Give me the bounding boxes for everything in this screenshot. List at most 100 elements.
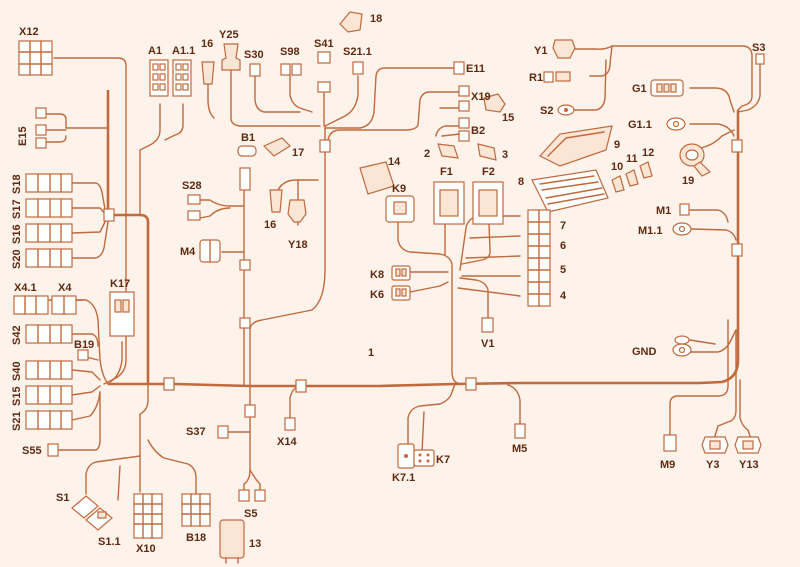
sensor-16-mid <box>269 189 283 213</box>
label-1: 1 <box>368 347 374 359</box>
sensor-16-top <box>201 61 215 85</box>
label-s2: S2 <box>540 105 553 117</box>
label-f1: F1 <box>440 166 453 178</box>
switch-s55 <box>47 443 59 457</box>
label-s37: S37 <box>186 426 206 438</box>
label-k17: K17 <box>110 278 130 290</box>
fuse-box-8 <box>531 169 609 213</box>
connector-x4-1 <box>13 295 49 315</box>
switch-s28 <box>187 194 201 221</box>
terminal-gnd <box>672 335 692 357</box>
label-s30: S30 <box>244 49 264 61</box>
connector-s41-harness <box>317 81 331 93</box>
label-x10: X10 <box>136 543 156 555</box>
sensor-15 <box>483 93 506 113</box>
switch-s5 <box>238 489 266 502</box>
label-8: 8 <box>518 176 524 188</box>
harness-clip-6 <box>731 243 743 257</box>
label-16-top: 16 <box>201 38 213 50</box>
generator-g1-connector <box>650 79 684 97</box>
connector-a1 <box>149 59 169 97</box>
fuse-2 <box>437 143 459 159</box>
harness-clip-2 <box>295 379 307 393</box>
label-16-mid: 16 <box>264 219 276 231</box>
motor-m4 <box>199 239 221 263</box>
valve-y25 <box>221 43 241 71</box>
diode-v1 <box>481 317 494 333</box>
label-s21-1: S21.1 <box>343 46 372 58</box>
switch-s37 <box>217 425 229 439</box>
bracket-18 <box>339 11 363 33</box>
label-k8: K8 <box>370 269 384 281</box>
harness-clip-1 <box>163 377 175 391</box>
bracket-17 <box>262 137 291 157</box>
label-s28: S28 <box>182 180 202 192</box>
motor-m9 <box>663 434 677 452</box>
motor-m1 <box>679 203 690 216</box>
sensor-b2-a <box>458 117 470 129</box>
label-s15: S15 <box>11 386 23 406</box>
label-9: 9 <box>614 139 620 151</box>
valve-y18 <box>287 199 307 223</box>
fuse-12 <box>639 161 653 179</box>
sensor-b18 <box>181 493 211 527</box>
label-s1-1: S1.1 <box>98 536 121 548</box>
label-7: 7 <box>560 220 566 232</box>
label-s3: S3 <box>752 42 765 54</box>
switch-s16 <box>25 223 73 243</box>
connector-harness-low <box>239 317 251 329</box>
label-k7-1: K7.1 <box>392 472 415 484</box>
fuse-3 <box>477 143 497 161</box>
harness-wires <box>45 45 761 501</box>
label-s17: S17 <box>11 199 23 219</box>
connector-s37-harness <box>244 404 256 418</box>
label-v1: V1 <box>481 338 494 350</box>
connector-x14 <box>284 417 296 431</box>
label-m1: M1 <box>656 205 671 217</box>
label-6: 6 <box>560 240 566 252</box>
label-5: 5 <box>560 264 566 276</box>
label-4: 4 <box>560 290 567 302</box>
fuse-holder-f1 <box>433 181 465 225</box>
label-18: 18 <box>370 13 382 25</box>
label-s42: S42 <box>11 325 23 345</box>
fuse-block <box>527 209 551 307</box>
connector-harness-mid <box>239 167 251 191</box>
relay-k6 <box>391 285 411 301</box>
terminal-g1-1 <box>666 117 686 131</box>
switch-s98 <box>280 63 302 76</box>
switch-s42 <box>25 324 73 344</box>
label-y25: Y25 <box>219 29 239 41</box>
label-k6: K6 <box>370 289 384 301</box>
label-15: 15 <box>502 112 514 124</box>
label-s21: S21 <box>11 411 23 431</box>
terminal-m1-1 <box>672 222 692 236</box>
connector-e15 <box>35 107 47 149</box>
label-m9: M9 <box>660 459 675 471</box>
label-gnd: GND <box>632 346 657 358</box>
label-17: 17 <box>292 147 304 159</box>
label-r1: R1 <box>529 72 543 84</box>
label-a1: A1 <box>148 45 162 57</box>
label-19: 19 <box>682 175 694 187</box>
label-x4-1: X4.1 <box>14 282 37 294</box>
label-s20: S20 <box>11 249 23 269</box>
fuse-10 <box>611 175 625 193</box>
relay-k9 <box>385 195 415 223</box>
switch-s41 <box>317 51 331 64</box>
horn-19 <box>679 143 712 177</box>
label-s5: S5 <box>244 508 257 520</box>
relay-k17 <box>109 291 135 337</box>
label-g1: G1 <box>632 83 647 95</box>
connector-m4-harness <box>239 259 251 271</box>
valve-y13 <box>734 436 762 454</box>
motor-m5 <box>514 423 526 439</box>
label-s98: S98 <box>280 46 300 58</box>
fuse-11 <box>625 169 639 187</box>
valve-y1 <box>552 39 576 59</box>
fuse-box-cover-9 <box>539 125 613 167</box>
label-s55: S55 <box>22 445 42 457</box>
connector-e11 <box>453 61 465 75</box>
connector-x10 <box>133 493 163 539</box>
components <box>13 11 765 564</box>
